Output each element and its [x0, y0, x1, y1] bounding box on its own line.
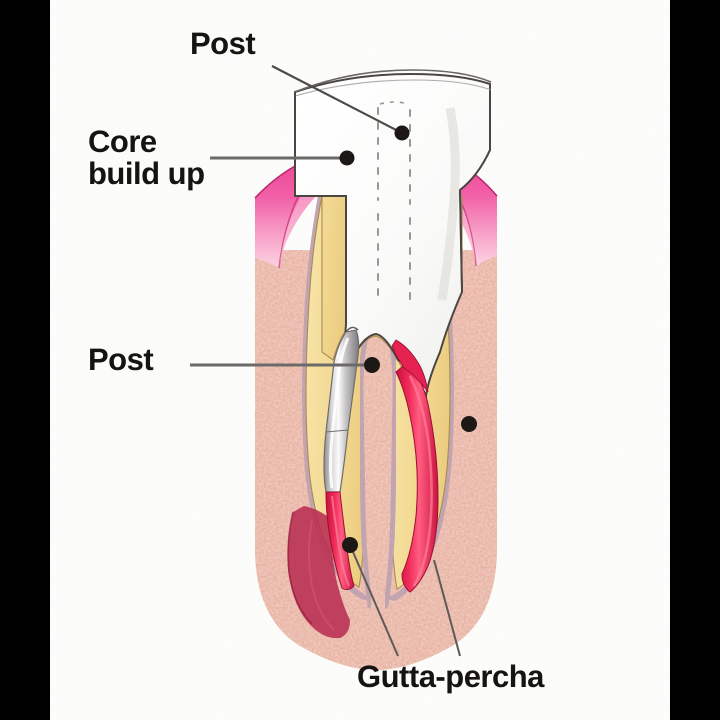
metal-post-highlight	[329, 337, 350, 489]
label-gutta-percha: Gutta-percha	[357, 659, 544, 694]
periapical-lesion	[287, 506, 350, 639]
gutta-percha-chamber-plug	[391, 339, 429, 393]
crown-margin-right	[459, 149, 491, 293]
gutta-left-leader-dot	[342, 537, 358, 553]
post-space-dash-top	[379, 101, 409, 105]
metal-post-band	[325, 429, 349, 433]
periapical-shadow-group	[287, 506, 350, 639]
furcation-bone-speckle	[362, 324, 394, 615]
gutta-left-leader-line	[349, 544, 399, 657]
label-post-top: Post	[190, 26, 256, 61]
crown-occlusal-arc	[294, 69, 492, 93]
letterbox-bar-right	[670, 0, 720, 720]
gutta-right-leader-line	[433, 559, 461, 657]
core-leader-dot	[339, 150, 355, 166]
crown-margin-left	[294, 92, 346, 197]
label-core-line2: build up	[88, 156, 205, 192]
periapical-lesion-edge	[287, 511, 313, 625]
label-post-middle: Post	[88, 342, 154, 377]
leader-lines-group	[190, 65, 477, 657]
gutta-percha-distal	[395, 361, 439, 593]
metal-post-head	[345, 326, 359, 333]
gutta-percha-group	[325, 339, 439, 593]
gutta-percha-distal-highlight	[408, 375, 433, 587]
post-top-leader-dot	[394, 125, 410, 141]
gutta-right-leader-dot	[461, 416, 477, 432]
letterbox-bar-left	[0, 0, 50, 720]
post-mid-leader-dot	[364, 357, 380, 373]
tooth-cross-section-diagram	[50, 0, 670, 720]
post-top-leader-line	[271, 65, 403, 134]
crown-occlusal-arc-inner	[294, 79, 492, 97]
label-core-line1: Core	[88, 124, 157, 159]
periapical-lesion-highlight	[308, 519, 335, 631]
crown-inner-shade	[437, 107, 460, 301]
gutta-percha-mesial-highlight	[331, 495, 350, 587]
pdl-furcation-left	[358, 327, 373, 609]
pdl-furcation-right	[383, 327, 398, 609]
